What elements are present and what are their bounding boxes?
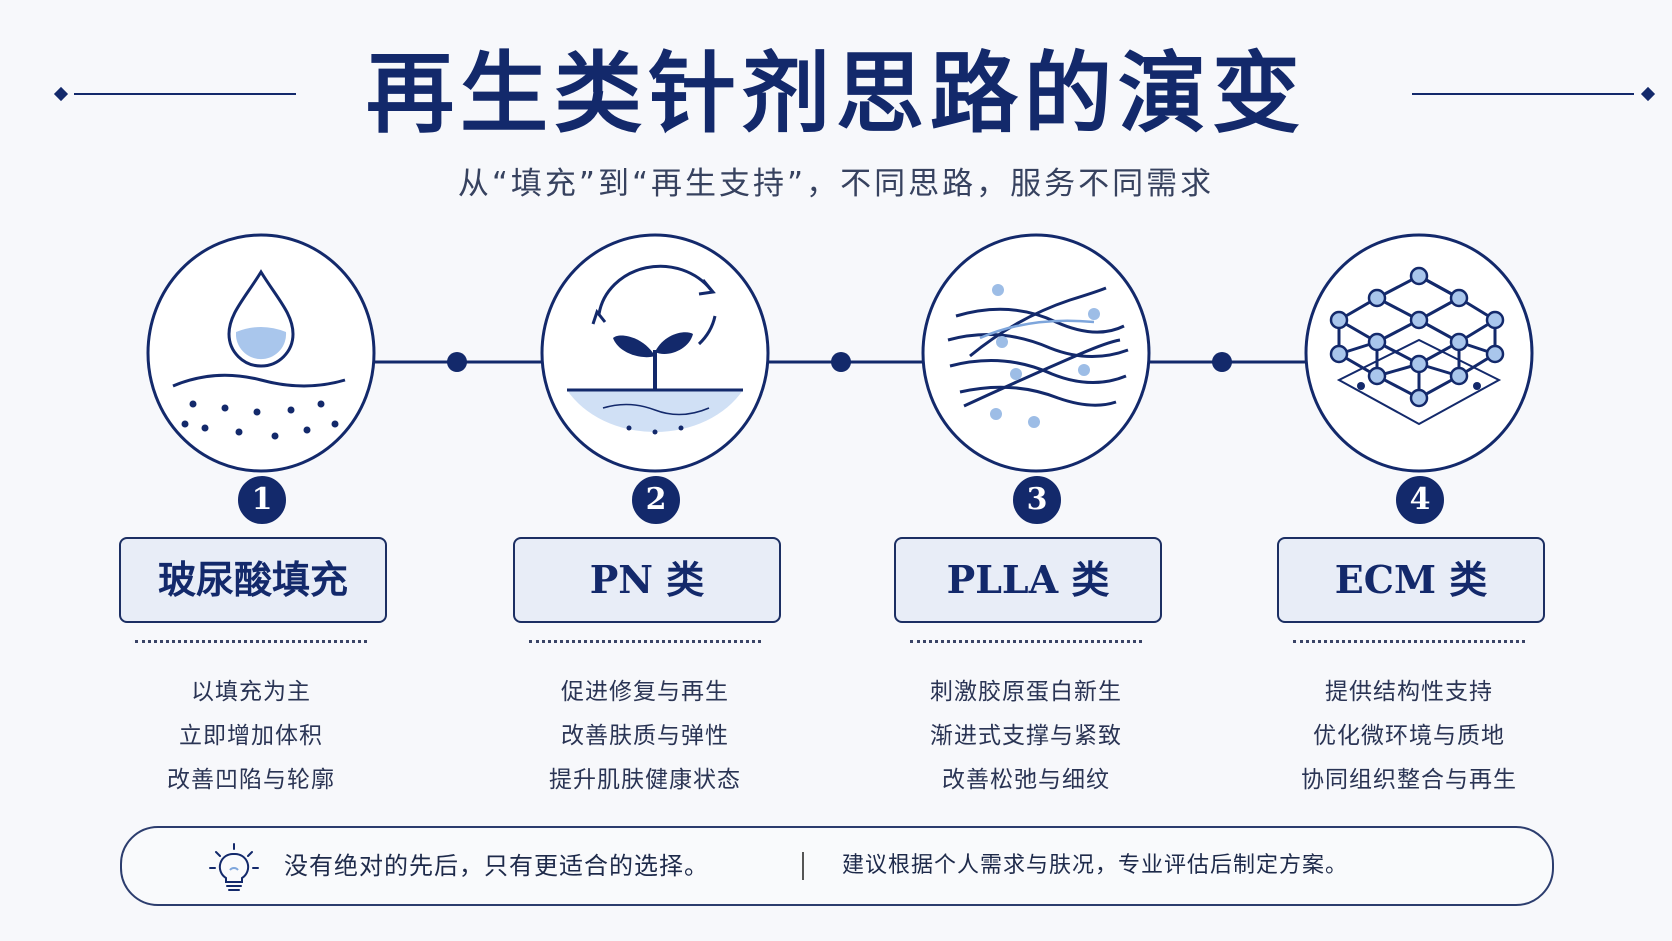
- footer-message-secondary: 建议根据个人需求与肤况，专业评估后制定方案。: [842, 853, 1349, 878]
- dotted-divider: [135, 640, 367, 647]
- feature-item: 优化微环境与质地: [1313, 723, 1505, 749]
- water-drop-icon: [146, 233, 376, 473]
- connector-node-1: [447, 352, 467, 372]
- stage-label: 玻尿酸填充: [119, 537, 387, 623]
- feature-item: 立即增加体积: [179, 723, 323, 749]
- dotted-divider: [1293, 640, 1525, 647]
- connector-node-3: [1212, 352, 1232, 372]
- feature-item: 以填充为主: [191, 679, 311, 705]
- title-row: 再生类针剂思路的演变: [0, 38, 1672, 148]
- stage-label: PLLA 类: [894, 537, 1162, 623]
- stage-number-badge: 4: [1393, 473, 1447, 527]
- feature-item: 改善肤质与弹性: [561, 723, 729, 749]
- stage-2: 2 PN 类 促进修复与再生 改善肤质与弹性 提升肌肤健康状态: [489, 230, 819, 793]
- stage-number-badge: 2: [629, 473, 683, 527]
- stage-label: ECM 类: [1277, 537, 1545, 623]
- stage-4: 4 ECM 类 提供结构性支持 优化微环境与质地 协同组织整合与再生: [1253, 230, 1583, 793]
- feature-item: 提升肌肤健康状态: [549, 767, 741, 793]
- feature-item: 渐进式支撑与紧致: [930, 723, 1122, 749]
- lightbulb-icon: [209, 843, 259, 891]
- collagen-fiber-icon: [921, 233, 1151, 473]
- stage-number-badge: 1: [235, 473, 289, 527]
- feature-list: 提供结构性支持 优化微环境与质地 协同组织整合与再生: [1253, 670, 1565, 802]
- feature-item: 改善松弛与细纹: [942, 767, 1110, 793]
- feature-item: 提供结构性支持: [1325, 679, 1493, 705]
- footer-note: 没有绝对的先后，只有更适合的选择。 建议根据个人需求与肤况，专业评估后制定方案。: [120, 826, 1554, 906]
- matrix-lattice-icon: [1304, 233, 1534, 473]
- footer-separator: [802, 852, 804, 880]
- feature-list: 以填充为主 立即增加体积 改善凹陷与轮廓: [95, 670, 407, 802]
- feature-list: 刺激胶原蛋白新生 渐进式支撑与紧致 改善松弛与细纹: [870, 670, 1182, 802]
- stage-3: 3 PLLA 类 刺激胶原蛋白新生 渐进式支撑与紧致 改善松弛与细纹: [870, 230, 1200, 793]
- title-right-ornament: [1412, 86, 1656, 102]
- feature-item: 刺激胶原蛋白新生: [930, 679, 1122, 705]
- footer-message-primary: 没有绝对的先后，只有更适合的选择。: [284, 852, 709, 880]
- connector-node-2: [831, 352, 851, 372]
- feature-item: 协同组织整合与再生: [1301, 767, 1517, 793]
- dotted-divider: [910, 640, 1142, 647]
- feature-item: 改善凹陷与轮廓: [167, 767, 335, 793]
- page-subtitle: 从“填充”到“再生支持”，不同思路，服务不同需求: [457, 166, 1215, 202]
- stage-label: PN 类: [513, 537, 781, 623]
- stage-1: 1 玻尿酸填充 以填充为主 立即增加体积 改善凹陷与轮廓: [95, 230, 425, 793]
- sprout-cycle-icon: [540, 233, 770, 473]
- feature-list: 促进修复与再生 改善肤质与弹性 提升肌肤健康状态: [489, 670, 801, 802]
- page-title: 再生类针剂思路的演变: [365, 41, 1306, 145]
- title-left-ornament: [53, 86, 296, 102]
- dotted-divider: [529, 640, 761, 647]
- feature-item: 促进修复与再生: [561, 679, 729, 705]
- stage-number-badge: 3: [1010, 473, 1064, 527]
